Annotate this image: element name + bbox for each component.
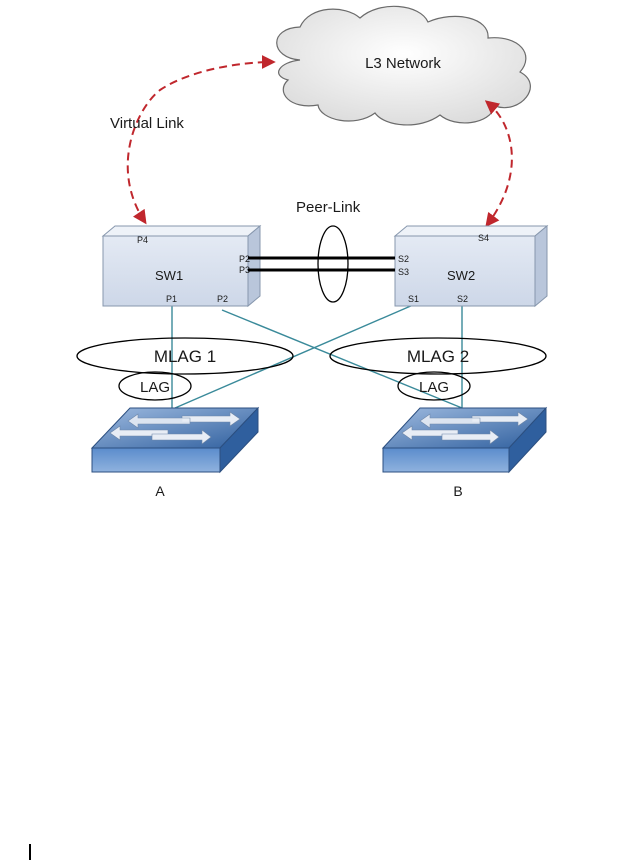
link-sw2-s1-to-a [174,304,414,409]
mlag-2-group: MLAG 2 [329,337,547,375]
cloud-label: L3 Network [365,55,441,72]
sw2-port-s3-left: S3 [398,267,409,277]
switch-sw2: S4 S2 S3 SW2 S1 S2 [393,224,549,308]
access-switch-b: B [381,406,548,499]
access-switch-a-arrows-icon [109,411,241,445]
sw1-label: SW1 [155,268,183,283]
mlag-1-group: MLAG 1 [76,337,294,375]
virtual-link-label: Virtual Link [110,115,184,132]
peer-link-bundle-ellipse [317,225,349,303]
peer-link-label: Peer-Link [296,199,361,216]
switch-sw1: P4 P2 P3 SW1 P1 P2 [101,224,262,308]
access-switch-a-label: A [155,483,165,499]
l3-network-cloud: L3 Network [276,5,531,126]
sw1-port-p2-right: P2 [239,254,250,264]
lag-b-label: LAG [419,379,449,396]
sw2-label: SW2 [447,268,475,283]
sw1-port-p2-bottom: P2 [217,294,228,304]
sw1-port-p4: P4 [137,235,148,245]
mlag-2-label: MLAG 2 [407,347,469,366]
sw2-port-s1: S1 [408,294,419,304]
member-links [171,304,463,409]
mlag-1-label: MLAG 1 [154,347,216,366]
access-switch-a: A [90,406,260,499]
sw1-port-p1: P1 [166,294,177,304]
virtual-link-left [126,55,276,225]
link-sw1-p2-to-b [221,309,463,409]
access-switch-b-arrows-icon [401,411,529,445]
access-switch-b-label: B [453,483,462,499]
lag-b-group: LAG [397,371,471,401]
lag-a-label: LAG [140,379,170,396]
lag-a-group: LAG [118,371,192,401]
virtual-link-right [484,100,513,228]
sw1-port-p3-right: P3 [239,265,250,275]
page-margin-bar [29,844,31,860]
sw2-port-s4: S4 [478,233,489,243]
sw2-port-s2-left: S2 [398,254,409,264]
peer-link: Peer-Link [248,199,395,303]
sw2-port-s2-bottom: S2 [457,294,468,304]
